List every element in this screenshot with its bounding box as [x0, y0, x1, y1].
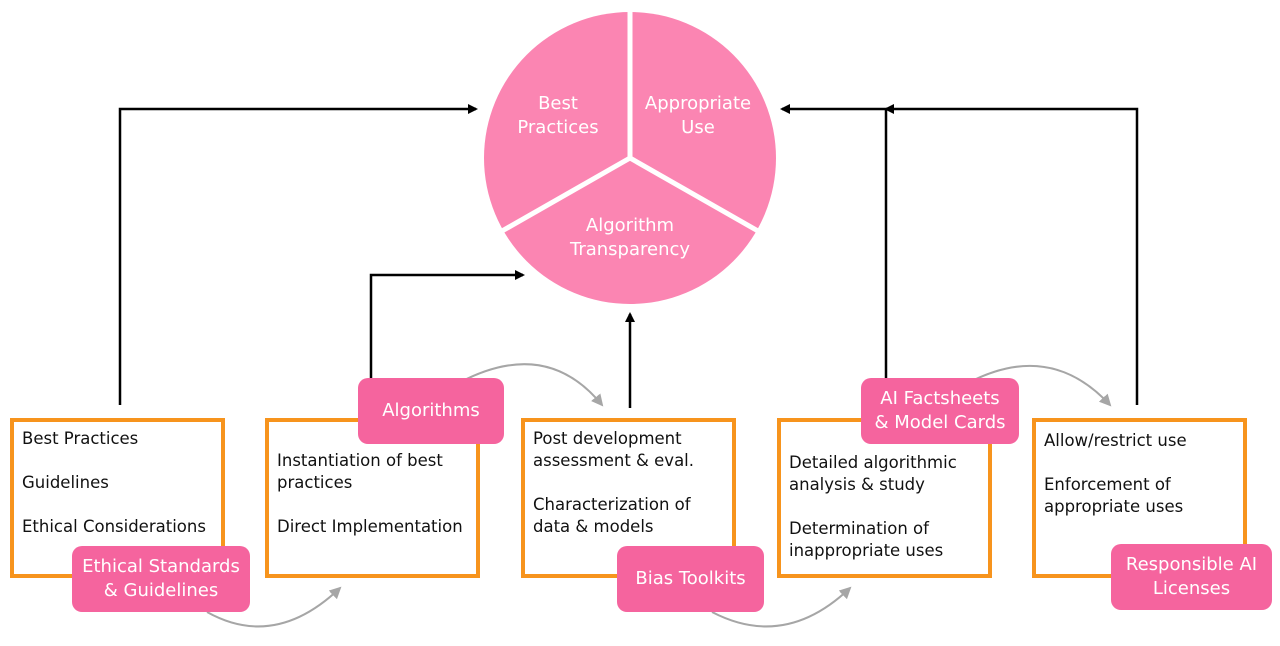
stage-text-algorithms: Instantiation of best practices Direct I…	[277, 451, 463, 536]
stage-text-bias-toolkits: Post development assessment & eval. Char…	[533, 429, 695, 536]
pie-divider-left	[500, 155, 632, 234]
stage-text-responsible-ai-licenses: Allow/restrict use Enforcement of approp…	[1044, 431, 1187, 516]
pie-label-best-practices: Best Practices	[517, 93, 599, 138]
pie-label-appropriate-use: Appropriate Use	[644, 93, 752, 138]
connector-arrows	[118, 104, 1139, 408]
tag-responsible-ai-licenses: Responsible AI Licenses	[1111, 544, 1272, 610]
tag-bias-toolkits: Bias Toolkits	[617, 546, 764, 612]
flow-arrow-3	[711, 586, 852, 628]
pie-label-algorithm-transparency: Algorithm Transparency	[569, 215, 691, 260]
flow-arrows	[206, 363, 1112, 628]
flow-arrow-4	[967, 364, 1112, 407]
flow-arrow-1	[206, 586, 342, 628]
stage-box-algorithms: Instantiation of best practices Direct I…	[265, 418, 480, 578]
pie-chart	[484, 10, 776, 304]
tag-algorithms: Algorithms	[358, 378, 504, 444]
stage-text-ethical-standards: Best Practices Guidelines Ethical Consid…	[22, 429, 206, 536]
tag-ai-factsheets: AI Factsheets & Model Cards	[861, 378, 1019, 444]
arrow-algorithms-to-transparency	[369, 270, 525, 378]
arrow-ethical-to-best-practices	[118, 104, 478, 405]
pie-divider-right	[628, 155, 760, 234]
stage-text-ai-factsheets: Detailed algorithmic analysis & study De…	[789, 453, 957, 560]
flow-arrow-2	[454, 363, 604, 407]
tag-ethical-standards: Ethical Standards & Guidelines	[72, 546, 250, 612]
arrow-licenses-to-appropriate-use	[884, 104, 1139, 405]
arrow-factsheets-to-appropriate-use	[780, 104, 888, 378]
